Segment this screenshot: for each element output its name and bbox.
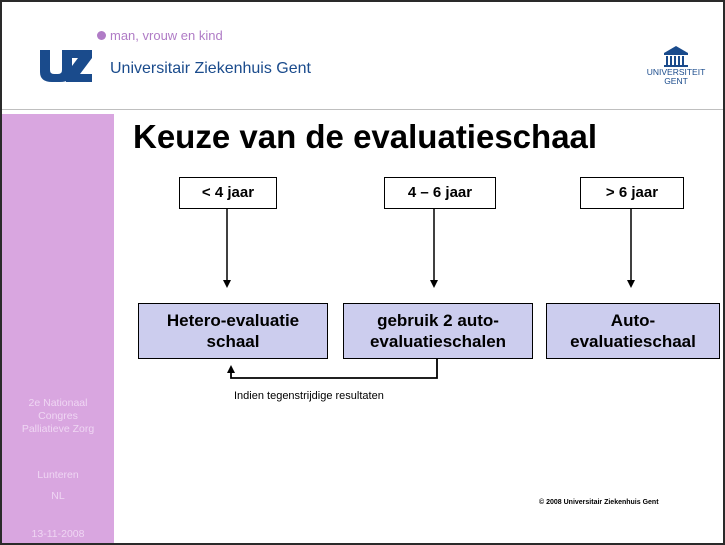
university-logo-icon bbox=[664, 46, 688, 67]
uz-logo bbox=[40, 50, 92, 82]
scale-auto-line1: Auto- bbox=[610, 311, 656, 330]
scale-box-hetero: Hetero-evaluatie schaal bbox=[138, 303, 328, 359]
university-logo-text: UNIVERSITEIT GENT bbox=[643, 68, 709, 86]
university-logo-line1: UNIVERSITEIT bbox=[646, 67, 706, 77]
scale-two-auto-line2: evaluatieschalen bbox=[369, 332, 507, 351]
age-box-under-4: < 4 jaar bbox=[179, 177, 277, 209]
scale-auto-line2: evaluatieschaal bbox=[570, 332, 696, 351]
page-title: Keuze van de evaluatieschaal bbox=[133, 118, 598, 155]
feedback-caption: Indien tegenstrijdige resultaten bbox=[234, 390, 384, 402]
sidebar-event: 2e Nationaal Congres Palliatieve Zorg bbox=[2, 397, 114, 436]
university-logo-line2: GENT bbox=[664, 76, 688, 86]
copyright: © 2008 Universitair Ziekenhuis Gent bbox=[539, 499, 659, 506]
sidebar-date: 13-11-2008 bbox=[31, 528, 85, 540]
sidebar-event-line2: Congres bbox=[38, 410, 78, 422]
sidebar bbox=[2, 114, 114, 543]
sidebar-event-line3: Palliatieve Zorg bbox=[21, 423, 95, 435]
tagline: man, vrouw en kind bbox=[110, 28, 223, 43]
scale-hetero-line1: Hetero-evaluatie bbox=[166, 311, 300, 330]
age-box-over-6: > 6 jaar bbox=[580, 177, 684, 209]
sidebar-location-city: Lunteren bbox=[37, 469, 79, 481]
brand-dot bbox=[97, 31, 106, 40]
arrow-feedback bbox=[227, 359, 438, 379]
hospital-name: Universitair Ziekenhuis Gent bbox=[110, 60, 311, 77]
age-box-4-6: 4 – 6 jaar bbox=[384, 177, 496, 209]
sidebar-location-country: NL bbox=[51, 490, 65, 502]
sidebar-event-line1: 2e Nationaal bbox=[28, 397, 88, 409]
scale-two-auto-line1: gebruik 2 auto- bbox=[377, 311, 499, 330]
header-divider bbox=[2, 109, 723, 115]
scale-box-two-auto: gebruik 2 auto- evaluatieschalen bbox=[343, 303, 533, 359]
scale-box-auto: Auto- evaluatieschaal bbox=[546, 303, 720, 359]
scale-hetero-line2: schaal bbox=[206, 332, 260, 351]
